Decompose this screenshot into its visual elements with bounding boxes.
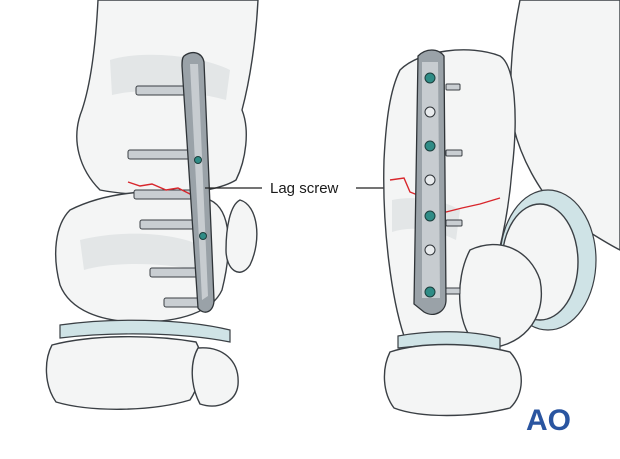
left-tibia: [76, 0, 259, 196]
left-screw-2: [127, 149, 193, 160]
left-screw-5: [149, 267, 199, 278]
right-lock-screw-4: [424, 286, 436, 298]
right-lock-screw-3: [424, 210, 436, 222]
right-plate-screws: [424, 72, 463, 298]
ao-logo: AO: [526, 404, 571, 437]
right-tibia: [510, 0, 620, 251]
right-calcaneus: [459, 243, 542, 349]
left-fibula-tip: [225, 199, 258, 273]
right-plate-hole-2: [424, 174, 436, 186]
left-screw-4: [139, 219, 197, 230]
right-foot-bone: [383, 343, 522, 417]
left-cuneiform: [191, 347, 239, 407]
left-navicular: [45, 335, 202, 410]
left-view: [45, 0, 259, 410]
left-plate-lock-1: [194, 156, 202, 164]
left-screw-1: [135, 85, 191, 96]
right-plate-hole-3: [424, 244, 436, 256]
lag-screw-label: Lag screw: [270, 180, 339, 197]
right-plate-hole-1: [424, 106, 436, 118]
left-screws: [127, 85, 205, 308]
right-view: [383, 0, 620, 417]
left-cartilage: [59, 319, 231, 343]
right-lock-screw-1: [424, 72, 436, 84]
left-plate-lock-2: [199, 232, 207, 240]
right-lock-screw-2: [424, 140, 436, 152]
